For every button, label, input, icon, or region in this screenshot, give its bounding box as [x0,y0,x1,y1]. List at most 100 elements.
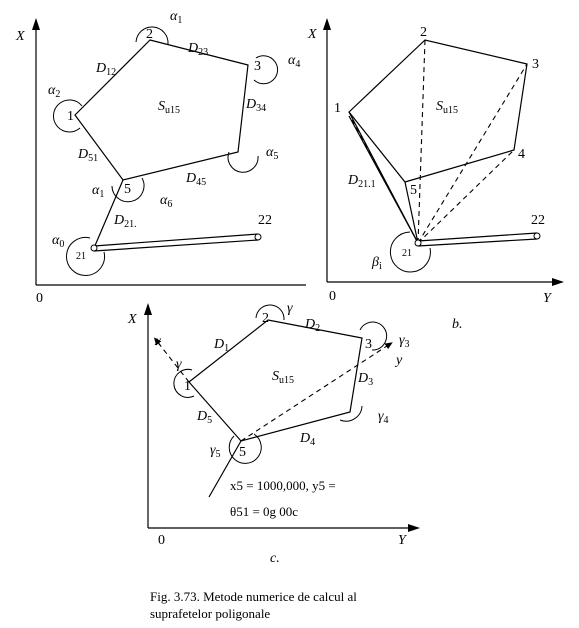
panel-a: X 0 2 3 1 5 21 22 D12 D23 D34 D45 D51 D2… [15,9,306,306]
panel-c-y-label: Y [398,533,408,548]
panel-b-station-22 [533,232,541,240]
panel-b-arc-21 [389,231,431,273]
panel-b-y-axis-arrow [552,278,564,286]
panel-b-station-21 [414,239,422,247]
panel-b-point-3: 3 [532,57,539,72]
panel-c-x-dir-label: x [154,334,162,349]
panel-a-label-d215: D21. [113,213,137,230]
panel-a-point-21: 21 [76,251,86,262]
panel-c-arc-5 [228,433,262,464]
panel-a-label-d12: D12 [95,61,116,78]
panel-a-label-d51: D51 [77,147,98,164]
panel-b-x-label: X [307,27,317,42]
panel-c-point-1: 1 [184,379,191,394]
panel-a-point-1: 1 [67,109,74,124]
panel-c-area-label: Su15 [272,369,294,386]
panel-b-base-lower [417,238,538,247]
panel-a-alpha-4: α4 [288,53,300,70]
panel-a-area-label: Su15 [158,99,180,116]
panel-c-arc-1 [173,368,195,398]
panel-a-alpha-1: α1 [170,9,182,26]
panel-b-y-label: Y [543,291,553,306]
panel-c-arc-3 [359,321,388,351]
panel-b-label: b. [452,317,463,332]
panel-a-x-label: X [15,29,25,44]
panel-b-line-21-5 [404,181,419,244]
panel-c-gamma-5: γ5 [210,443,221,460]
panel-a-arc-2 [135,26,169,45]
panel-b-point-2: 2 [420,25,427,40]
panel-c-point-5: 5 [239,445,246,460]
panel-a-point-22: 22 [258,213,272,228]
panel-a-x-axis-arrow [32,18,40,30]
panel-b-point-22: 22 [531,213,545,228]
caption-line-1: Fig. 3.73. Metode numerice de calcul al [150,589,357,604]
panel-b-dash-21-3 [417,63,528,244]
panel-b-x-axis-arrow [323,18,331,30]
panel-a-base-lower [93,239,259,252]
panel-b: X Y 0 1 2 3 4 5 21 22 D21.1 Su15 βi b. [307,18,564,332]
panel-c-label-d1: D1 [213,337,229,354]
panel-a-arc-1 [52,99,83,133]
panel-c-coord-line-2: θ51 = 0g 00c [230,504,298,519]
panel-b-dash-21-4 [417,149,515,244]
panel-c-origin: 0 [158,533,165,548]
panel-c-gamma-4: γ4 [378,409,389,426]
panel-b-base-upper [417,232,538,242]
panel-c-x-axis-arrow [144,303,152,315]
panel-b-area-label: Su15 [436,99,458,116]
panel-c-arc-2 [255,304,285,321]
panel-a-polygon [74,39,249,181]
panel-a-arc-21 [66,236,106,276]
panel-a-traverse [93,179,124,249]
panel-c-label-d3: D3 [357,371,373,388]
panel-a-label-d23: D23 [187,41,208,58]
panel-c-gamma: γ [287,301,293,316]
panel-b-point-5: 5 [410,183,417,198]
panel-c-label-d4: D4 [299,431,315,448]
panel-a-arc-3 [253,55,279,85]
panel-a-label-d34: D34 [245,97,266,114]
panel-c-label-d2: D2 [304,317,320,334]
panel-b-point-4: 4 [518,147,525,162]
panel-a-alpha-5: α5 [266,145,278,162]
panel-c-arc-4 [339,405,363,422]
caption-line-2: suprafetelor poligonale [150,606,270,621]
panel-c-polygon [188,319,363,442]
panel-c: X Y 0 2 3 1 5 D1 D2 D3 D4 D5 Su15 γ γ γ3… [127,301,420,566]
panel-a-station-22 [254,233,262,241]
panel-a-label-d45: D45 [185,171,206,188]
panel-c-label: c. [270,551,280,566]
panel-a-point-2: 2 [146,27,153,42]
panel-b-beta: βi [371,255,382,272]
panel-a-arc-4 [227,151,259,173]
panel-b-point-1: 1 [334,101,341,116]
panel-c-ext-5 [208,440,242,498]
panel-a-origin: 0 [36,291,43,306]
panel-a-alpha-0: α0 [52,233,64,250]
panel-b-dash-21-2 [417,39,426,244]
panel-a-point-5: 5 [124,182,131,197]
panel-c-point-3: 3 [365,337,372,352]
panel-c-gamma-1: γ [176,357,182,372]
panel-c-y-dir-label: y [394,353,403,368]
panel-a-alpha-2: α2 [48,83,60,100]
panel-a-station-21 [90,244,98,252]
panel-a-alpha-1b: α1 [92,183,104,200]
panel-b-polygon [348,39,528,183]
panel-b-origin: 0 [329,289,336,304]
panel-c-y-axis-arrow [408,524,420,532]
panel-a-arc-5 [111,177,145,203]
panel-c-dash-5 [240,342,393,442]
panel-c-coord-line-1: x5 = 1000,000, y5 = [230,478,336,493]
panel-c-x-label: X [127,312,137,327]
panel-b-label-d: D21.1 [347,173,376,190]
panel-b-point-21: 21 [402,248,412,259]
panel-c-gamma-3: γ3 [399,333,410,350]
panel-a-base-upper [93,233,259,247]
panel-a-alpha-6: α6 [160,193,172,210]
panel-c-point-2: 2 [262,311,269,326]
panel-a-point-3: 3 [254,59,261,74]
panel-c-label-d5: D5 [196,409,212,426]
